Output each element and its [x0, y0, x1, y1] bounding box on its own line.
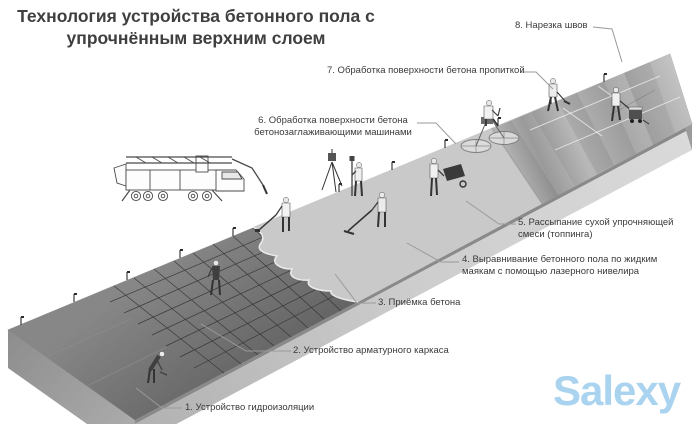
- worker-screeding: [343, 191, 387, 235]
- page-title-line1: Технология устройства бетонного пола: [17, 6, 361, 26]
- leader-line-step-3: [334, 273, 376, 304]
- leader-line-step-8: [592, 26, 623, 63]
- worker-waterproofing: [147, 351, 168, 384]
- slab-left-end-face: [8, 330, 135, 424]
- step-label-8: 8. Нарезка швов: [515, 20, 588, 31]
- worker-impregnation: [547, 78, 571, 112]
- leader-line-step-7: [521, 71, 554, 90]
- ride-on-power-trowel: [460, 100, 520, 153]
- step-label-2: 2. Устройство арматурного каркаса: [293, 345, 449, 356]
- page-title-line2: с упрочнённым верхним слоем: [66, 6, 375, 49]
- truck-wheels: [130, 190, 213, 202]
- leader-lines: [135, 26, 623, 409]
- worker-level-staff: [349, 156, 363, 197]
- step-label-6: 6. Обработка поверхности бетона бетоноза…: [254, 115, 412, 138]
- concrete-pump-truck: [113, 155, 268, 202]
- worker-concrete-vibrator: [255, 197, 291, 232]
- leader-line-step-2: [200, 323, 291, 352]
- worker-wheelbarrow: [429, 158, 467, 197]
- step-label-1: 1. Устройство гидроизоляции: [185, 402, 315, 413]
- step-label-7: 7. Обработка поверхности бетона пропитко…: [327, 65, 525, 76]
- slab-front-face: [135, 124, 692, 424]
- leader-line-step-4: [406, 242, 459, 263]
- step-label-5: 5. Рассыпание сухой упрочняющей смеси (т…: [518, 217, 674, 240]
- page-title: Технология устройства бетонного пола с у…: [0, 5, 392, 50]
- watermark-logo: Salexy: [553, 367, 681, 414]
- laser-level-tripod: [321, 149, 343, 193]
- leader-line-step-1: [135, 387, 182, 409]
- leader-line-step-6: [417, 122, 457, 145]
- leader-line-step-5: [465, 200, 516, 225]
- worker-joint-cutting: [611, 87, 650, 125]
- step-label-3: 3. Приёмка бетона: [378, 297, 461, 308]
- worker-rebar-installation: [207, 260, 221, 296]
- step-label-4: 4. Выравнивание бетонного пола по жидким…: [462, 254, 658, 277]
